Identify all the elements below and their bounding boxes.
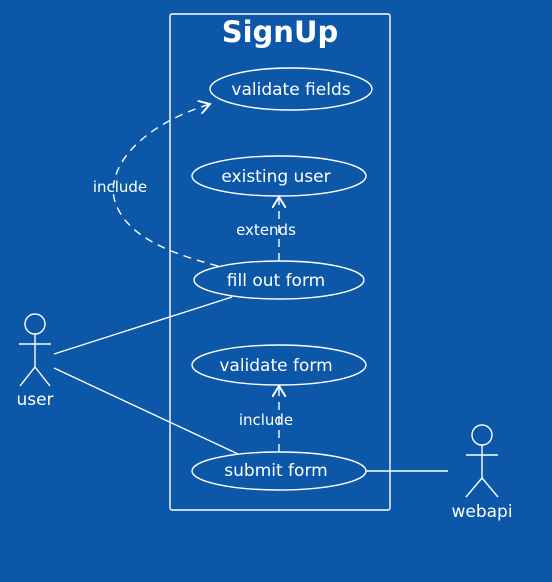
include-label-validate-form: include [239, 411, 293, 429]
actor-label-user: user [16, 390, 53, 410]
association-user-fill-out-form [53, 296, 233, 355]
include-label-validate-fields: include [93, 178, 147, 196]
extends-label-existing-user: extends [236, 221, 296, 239]
use-case-existing-user[interactable]: existing user [191, 155, 367, 197]
use-case-submit-form[interactable]: submit form [191, 451, 367, 491]
actor-user[interactable]: user [16, 313, 54, 410]
include-arrow-validate-fields [112, 104, 219, 267]
system-boundary [169, 13, 391, 511]
use-case-label: existing user [221, 167, 330, 187]
use-case-validate-form[interactable]: validate form [191, 344, 367, 386]
actor-webapi[interactable]: webapi [451, 424, 513, 522]
actor-label-webapi: webapi [451, 502, 512, 522]
use-case-label: validate fields [231, 80, 350, 100]
use-case-validate-fields[interactable]: validate fields [209, 67, 373, 111]
use-case-fill-out-form[interactable]: fill out form [193, 260, 365, 300]
use-case-label: submit form [224, 461, 327, 481]
use-case-label: validate form [219, 356, 332, 376]
system-title: SignUp [222, 15, 339, 49]
use-case-label: fill out form [227, 271, 325, 291]
association-user-submit-form [53, 367, 239, 455]
